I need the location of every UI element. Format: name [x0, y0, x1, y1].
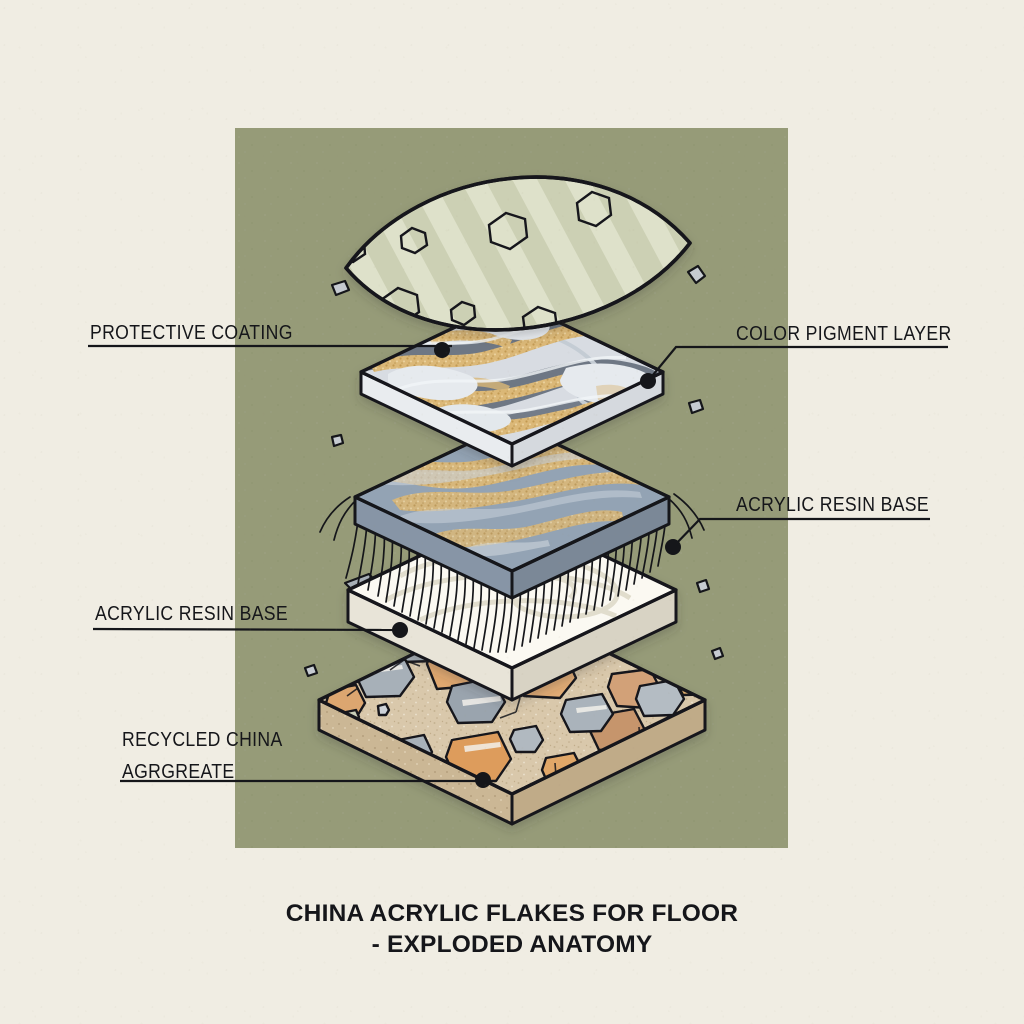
label-acrylic-resin-base-right: ACRYLIC RESIN BASE	[736, 493, 930, 516]
dot-recycled-china-aggregate	[475, 772, 491, 788]
leader-color-pigment-layer	[647, 345, 948, 382]
label-color-pigment-layer: COLOR PIGMENT LAYER	[736, 322, 952, 345]
dot-acrylic-resin-base-left	[392, 622, 408, 638]
leader-lines	[88, 344, 948, 783]
leader-acrylic-resin-base-right	[672, 517, 930, 548]
dot-acrylic-resin-base-right	[665, 539, 681, 555]
label-line-1: RECYCLED CHINA	[122, 728, 283, 751]
label-acrylic-resin-base-left: ACRYLIC RESIN BASE	[95, 602, 289, 625]
page-title: CHINA ACRYLIC FLAKES FOR FLOOR - EXPLODE…	[0, 898, 1024, 960]
dot-color-pigment-layer	[640, 373, 656, 389]
color-pigment-layer-plate	[359, 298, 665, 468]
dot-protective-coating	[434, 342, 450, 358]
title-line-2: - EXPLODED ANATOMY	[371, 931, 653, 958]
label-protective-coating: PROTECTIVE COATING	[90, 321, 293, 344]
label-recycled-china-aggregate: RECYCLED CHINA AGRGREATE	[122, 724, 283, 788]
leader-dots	[392, 342, 681, 788]
protective-coating-layer	[344, 175, 692, 332]
label-line-2: AGRGREATE	[122, 760, 235, 783]
title-line-1: CHINA ACRYLIC FLAKES FOR FLOOR	[285, 900, 739, 927]
leader-acrylic-resin-base-left	[92, 627, 401, 632]
